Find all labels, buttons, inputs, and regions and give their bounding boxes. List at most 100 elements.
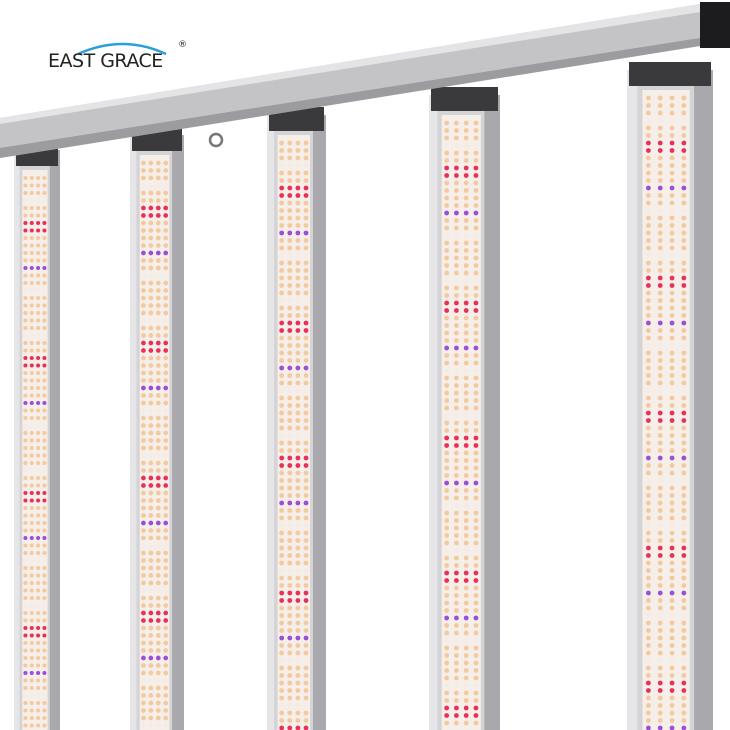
- led: [657, 418, 663, 423]
- led: [42, 483, 47, 488]
- led: [141, 460, 146, 466]
- led: [29, 430, 34, 436]
- led: [163, 310, 169, 316]
- led: [155, 393, 161, 398]
- led: [669, 163, 675, 168]
- led: [23, 258, 28, 263]
- led: [303, 275, 309, 281]
- led: [155, 595, 161, 601]
- led: [303, 463, 309, 468]
- led: [669, 493, 675, 498]
- led: [287, 425, 293, 431]
- led: [463, 615, 469, 621]
- led: [473, 158, 479, 163]
- led: [657, 283, 663, 288]
- led: [36, 438, 41, 443]
- led: [454, 278, 459, 283]
- led: [155, 543, 161, 548]
- led: [473, 360, 479, 366]
- led: [23, 228, 28, 233]
- led: [36, 535, 41, 541]
- led: [463, 210, 469, 216]
- led: [463, 533, 469, 538]
- led: [681, 590, 687, 596]
- led: [36, 693, 41, 698]
- led: [645, 110, 651, 116]
- led: [657, 155, 663, 161]
- led: [287, 380, 293, 386]
- led: [473, 713, 479, 718]
- led: [23, 633, 28, 638]
- led: [669, 133, 675, 138]
- led: [295, 440, 301, 446]
- led: [155, 513, 161, 518]
- led: [36, 573, 41, 578]
- led: [463, 510, 469, 516]
- led: [141, 543, 146, 548]
- led: [681, 598, 687, 603]
- led: [463, 405, 469, 411]
- led: [657, 343, 663, 348]
- led: [645, 620, 651, 626]
- led: [295, 403, 301, 408]
- led: [454, 225, 459, 231]
- led: [657, 365, 663, 371]
- led: [42, 220, 47, 226]
- led: [295, 650, 301, 656]
- led: [295, 335, 301, 341]
- led: [155, 333, 161, 338]
- led: [473, 390, 479, 396]
- led: [287, 395, 293, 401]
- led: [279, 178, 285, 183]
- led: [42, 423, 47, 428]
- led: [141, 640, 146, 646]
- led: [657, 268, 663, 273]
- led: [681, 688, 687, 693]
- led: [287, 298, 293, 303]
- led: [148, 618, 154, 623]
- led: [36, 445, 41, 451]
- led: [163, 595, 169, 601]
- led: [287, 508, 293, 513]
- led: [279, 523, 285, 528]
- led: [295, 388, 301, 393]
- led: [155, 348, 161, 353]
- led: [155, 423, 161, 428]
- led: [155, 190, 161, 196]
- led: [463, 143, 469, 148]
- led: [295, 410, 301, 416]
- led: [657, 425, 663, 431]
- led: [141, 468, 146, 473]
- led: [155, 640, 161, 646]
- led: [454, 210, 459, 216]
- led: [141, 415, 146, 421]
- led: [444, 623, 450, 628]
- led: [645, 335, 651, 341]
- led: [669, 380, 675, 386]
- led: [463, 203, 469, 208]
- led: [148, 588, 154, 593]
- led: [279, 350, 285, 356]
- led: [645, 695, 651, 701]
- led: [36, 550, 41, 556]
- led: [163, 415, 169, 421]
- led: [23, 498, 28, 503]
- led: [279, 335, 285, 341]
- led: [29, 603, 34, 608]
- led: [42, 378, 47, 383]
- led: [463, 390, 469, 396]
- led: [287, 590, 293, 596]
- led: [23, 715, 28, 721]
- led: [36, 378, 41, 383]
- led: [657, 590, 663, 596]
- led: [463, 420, 469, 426]
- led: [454, 645, 459, 651]
- led: [287, 260, 293, 266]
- led: [681, 283, 687, 288]
- led: [295, 395, 301, 401]
- led: [669, 463, 675, 468]
- led: [463, 398, 469, 403]
- led: [669, 148, 675, 153]
- led: [303, 500, 309, 506]
- led: [141, 408, 146, 413]
